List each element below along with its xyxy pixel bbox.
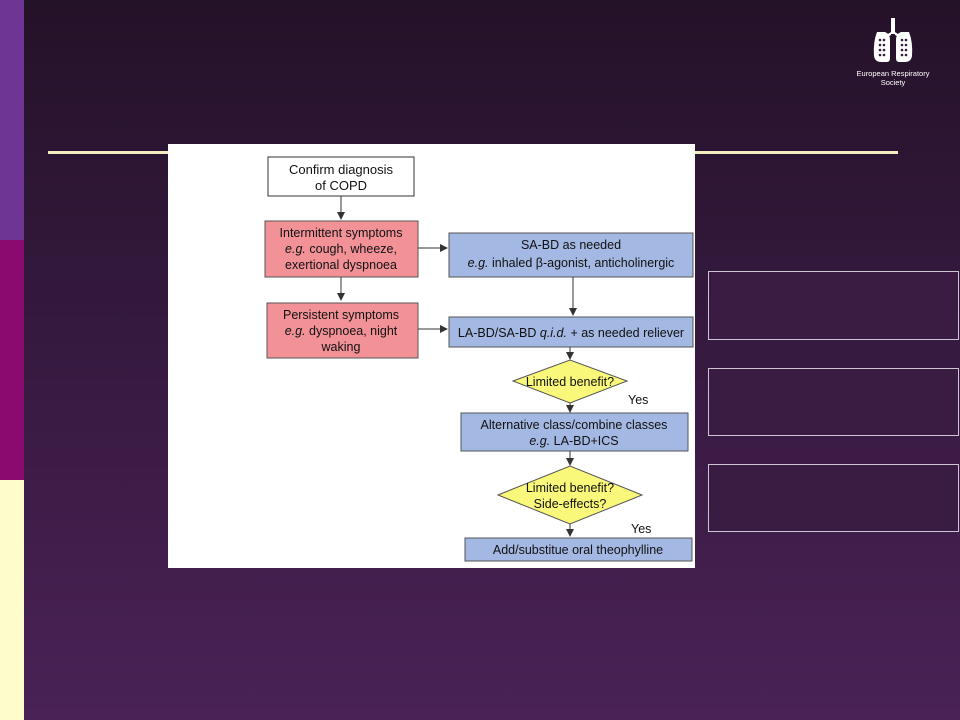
theophylline-text: Add/substitue oral theophylline	[493, 543, 663, 557]
confirm-diagnosis-box	[267, 156, 415, 197]
labd-box	[448, 316, 694, 348]
title-rule-left	[48, 151, 178, 154]
alternative-class-box	[460, 412, 689, 452]
confirm-line2: of COPD	[315, 178, 367, 193]
limited2-line1: Limited benefit?	[526, 481, 614, 495]
alt-line2: e.g. LA-BD+ICS	[529, 434, 618, 448]
yes-label-2: Yes	[631, 522, 651, 536]
limited2-line2: Side-effects?	[534, 497, 607, 511]
alt-line1: Alternative class/combine classes	[481, 418, 668, 432]
persistent-symptoms-box	[266, 302, 419, 359]
lungs-icon	[873, 18, 913, 62]
side-band-purple	[0, 0, 24, 240]
side-band-magenta	[0, 240, 24, 480]
ers-logo: European Respiratory Society	[852, 18, 934, 87]
sabd-box	[448, 232, 694, 278]
intermittent-line2-text: cough, wheeze,	[306, 242, 397, 256]
persistent-line2: e.g. dyspnoea, night	[285, 324, 398, 338]
limited1-text: Limited benefit?	[526, 375, 614, 389]
copd-flowchart: Confirm diagnosis of COPD Intermittent s…	[168, 144, 695, 568]
empty-text-box-1	[708, 271, 959, 340]
side-band-cream	[0, 480, 24, 720]
empty-text-box-3	[708, 464, 959, 532]
limited-benefit-decision-2	[496, 465, 644, 525]
title-rule-right	[610, 151, 898, 154]
sabd-line2: e.g. inhaled β-agonist, anticholinergic	[468, 256, 675, 270]
labd-post: + as needed reliever	[567, 326, 684, 340]
logo-caption-line2: Society	[880, 78, 906, 87]
logo-caption-line1: European Respiratory	[856, 69, 930, 78]
persistent-eg: e.g.	[285, 324, 306, 338]
intermittent-eg: e.g.	[285, 242, 306, 256]
sabd-eg: e.g.	[468, 256, 489, 270]
labd-pre: LA-BD/SA-BD	[458, 326, 540, 340]
persistent-line3: waking	[321, 340, 361, 354]
labd-qid: q.i.d.	[540, 326, 567, 340]
alt-line2-text: LA-BD+ICS	[550, 434, 618, 448]
persistent-line1: Persistent symptoms	[283, 308, 399, 322]
intermittent-line3: exertional dyspnoea	[285, 258, 397, 272]
alt-eg: e.g.	[529, 434, 550, 448]
sabd-line2-text: inhaled β-agonist, anticholinergic	[489, 256, 675, 270]
intermittent-line2: e.g. cough, wheeze,	[285, 242, 397, 256]
intermittent-symptoms-box	[264, 220, 419, 278]
theophylline-box	[464, 537, 693, 562]
persistent-line2-text: dyspnoea, night	[306, 324, 398, 338]
yes-label-1: Yes	[628, 393, 648, 407]
limited-benefit-decision-1	[511, 359, 629, 404]
sabd-line1: SA-BD as needed	[521, 238, 621, 252]
empty-text-box-2	[708, 368, 959, 436]
confirm-line1: Confirm diagnosis	[289, 162, 394, 177]
intermittent-line1: Intermittent symptoms	[280, 226, 403, 240]
labd-line: LA-BD/SA-BD q.i.d. + as needed reliever	[458, 326, 684, 340]
